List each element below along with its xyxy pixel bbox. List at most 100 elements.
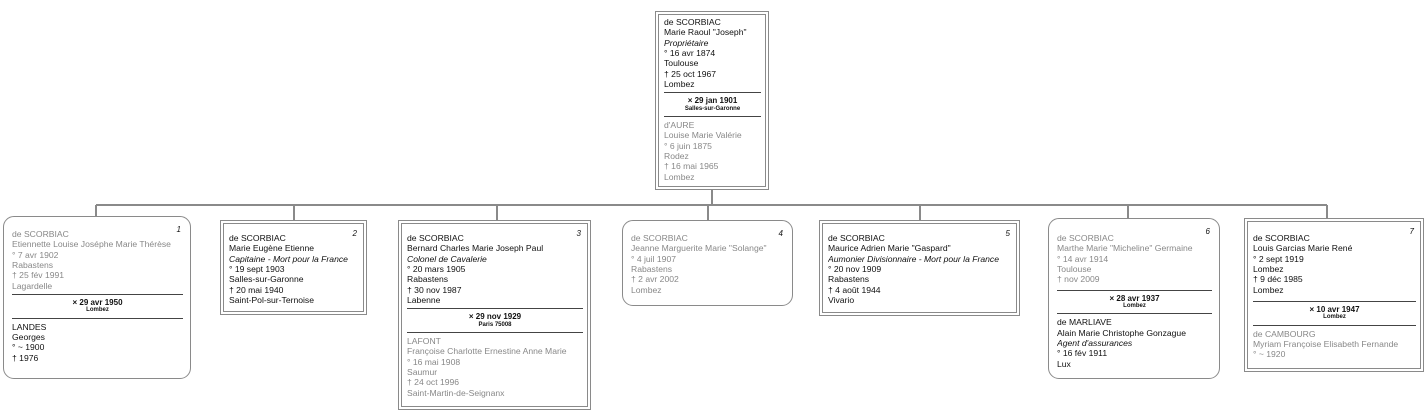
spouse-surname: LANDES xyxy=(12,321,47,332)
child-birth-place: Rabastens xyxy=(828,274,870,285)
child-surname: de SCORBIAC xyxy=(12,229,69,239)
child-death-place: Lagardelle xyxy=(12,280,53,291)
root-divider-2 xyxy=(664,115,761,117)
spouse-death-date: † 24 oct 1996 xyxy=(407,377,460,388)
child-death-date: † 9 déc 1985 xyxy=(1253,274,1303,285)
child-birth-date: ° 20 mars 1905 xyxy=(407,263,466,274)
child-number: 7 xyxy=(1409,227,1414,236)
child-birth-place: Rabastens xyxy=(407,274,449,285)
child-given-names: Louis Garcias Marie René xyxy=(1253,243,1353,254)
child-occupation: Capitaine - Mort pour la France xyxy=(229,253,348,264)
spouse-birth-place: Saumur xyxy=(407,366,438,377)
child-death-place: Lombez xyxy=(1253,284,1284,295)
spouse-birth-place: Lux xyxy=(1057,358,1071,369)
spouse-given-names: Georges xyxy=(12,331,45,342)
root-card[interactable]: de SCORBIAC Marie Raoul "Joseph" Proprié… xyxy=(655,11,769,190)
child-birth-date: ° 14 avr 1914 xyxy=(1057,253,1109,264)
child-death-place: Saint-Pol-sur-Ternoise xyxy=(229,294,315,305)
child-marriage-date: × 29 nov 1929 xyxy=(468,312,522,322)
root-spouse-surname: d'AURE xyxy=(664,119,695,130)
spouse-birth-date: ° 16 fév 1911 xyxy=(1057,348,1108,359)
root-spouse-birth-date: ° 6 juin 1875 xyxy=(664,140,712,151)
child-birth-date: ° 7 avr 1902 xyxy=(12,249,59,260)
child-birth-place: Toulouse xyxy=(1057,263,1092,274)
child-divider xyxy=(12,293,183,295)
child-number: 6 xyxy=(1205,227,1210,236)
child-number: 5 xyxy=(1005,229,1010,238)
child-card-5[interactable]: 5 de SCORBIAC Maurice Adrien Marie "Gasp… xyxy=(819,220,1020,316)
spouse-surname: LAFONT xyxy=(407,335,441,346)
spouse-death-place: Saint-Martin-de-Seignanx xyxy=(407,387,505,398)
child-occupation: Aumonier Divisionnaire - Mort pour la Fr… xyxy=(828,253,999,264)
child-card-7[interactable]: 7 de SCORBIAC Louis Garcias Marie René °… xyxy=(1244,218,1424,372)
root-spouse-death-date: † 16 mai 1965 xyxy=(664,161,719,172)
child-death-place: Labenne xyxy=(407,294,441,305)
child-death-date: † 20 mai 1940 xyxy=(229,284,284,295)
child-marriage-date: × 28 avr 1937 xyxy=(1109,293,1160,303)
root-occupation: Propriétaire xyxy=(664,37,709,48)
child-birth-date: ° 19 sept 1903 xyxy=(229,263,285,274)
child-birth-date: ° 4 juil 1907 xyxy=(631,253,677,264)
child-surname: de SCORBIAC xyxy=(1253,233,1310,243)
root-birth-date: ° 16 avr 1874 xyxy=(664,47,716,58)
root-spouse-death-place: Lombez xyxy=(664,171,695,182)
child-given-names: Bernard Charles Marie Joseph Paul xyxy=(407,243,544,254)
child-birth-date: ° 20 nov 1909 xyxy=(828,263,882,274)
spouse-occupation: Agent d'assurances xyxy=(1057,337,1133,348)
spouse-given-names: Françoise Charlotte Ernestine Anne Marie xyxy=(407,346,567,357)
child-card-1[interactable]: 1 de SCORBIAC Etiennette Louise Joséphe … xyxy=(3,216,191,379)
child-surname: de SCORBIAC xyxy=(229,233,286,243)
child-number: 4 xyxy=(778,229,783,238)
root-death-place: Lombez xyxy=(664,78,695,89)
child-number: 3 xyxy=(576,229,581,238)
child-surname: de SCORBIAC xyxy=(1057,233,1114,243)
child-surname: de SCORBIAC xyxy=(828,233,885,243)
child-marriage-place: Lombez xyxy=(1123,303,1146,310)
child-given-names: Jeanne Marguerite Marie "Solange" xyxy=(631,243,767,254)
child-birth-place: Rabastens xyxy=(12,259,54,270)
child-number: 2 xyxy=(352,229,357,238)
child-number: 1 xyxy=(176,225,181,234)
spouse-birth-date: ° 16 mai 1908 xyxy=(407,356,461,367)
root-surname: de SCORBIAC xyxy=(664,17,721,27)
spouse-given-names: Myriam Françoise Elisabeth Fernande xyxy=(1253,338,1399,349)
child-given-names: Marthe Marie "Micheline" Germaine xyxy=(1057,243,1193,254)
child-marriage-date: × 10 avr 1947 xyxy=(1309,304,1360,314)
child-given-names: Maurice Adrien Marie "Gaspard" xyxy=(828,243,951,254)
child-divider-2 xyxy=(12,317,183,319)
child-card-6[interactable]: 6 de SCORBIAC Marthe Marie "Micheline" G… xyxy=(1048,218,1220,379)
spouse-surname: de CAMBOURG xyxy=(1253,328,1316,339)
child-death-date: † 30 nov 1987 xyxy=(407,284,462,295)
child-card-2[interactable]: 2 de SCORBIAC Marie Eugène Etienne Capit… xyxy=(220,220,367,315)
child-given-names: Etiennette Louise Joséphe Marie Thérèse xyxy=(12,239,171,250)
child-birth-place: Lombez xyxy=(1253,263,1284,274)
child-marriage-place: Lombez xyxy=(1323,314,1346,321)
child-surname: de SCORBIAC xyxy=(407,233,464,243)
child-given-names: Marie Eugène Etienne xyxy=(229,243,315,254)
child-divider xyxy=(407,308,583,310)
child-birth-place: Rabastens xyxy=(631,263,673,274)
root-marriage-date: × 29 jan 1901 xyxy=(687,96,738,106)
child-death-date: † 4 août 1944 xyxy=(828,284,881,295)
spouse-death-date: † 1976 xyxy=(12,352,39,363)
spouse-birth-date: ° ~ 1900 xyxy=(12,342,45,353)
root-given-names: Marie Raoul "Joseph" xyxy=(664,27,747,38)
child-surname: de SCORBIAC xyxy=(631,233,688,243)
root-birth-place: Toulouse xyxy=(664,58,699,69)
spouse-surname: de MARLIAVE xyxy=(1057,317,1112,328)
child-divider-2 xyxy=(407,331,583,333)
child-card-4[interactable]: 4 de SCORBIAC Jeanne Marguerite Marie "S… xyxy=(622,220,793,306)
root-death-date: † 25 oct 1967 xyxy=(664,68,717,79)
spouse-given-names: Alain Marie Christophe Gonzague xyxy=(1057,327,1186,338)
child-divider-2 xyxy=(1057,313,1212,315)
child-death-place: Lombez xyxy=(631,284,662,295)
child-occupation: Colonel de Cavalerie xyxy=(407,253,487,264)
child-card-3[interactable]: 3 de SCORBIAC Bernard Charles Marie Jose… xyxy=(398,220,591,410)
root-spouse-given-names: Louise Marie Valérie xyxy=(664,130,742,141)
child-death-date: † 25 fév 1991 xyxy=(12,270,65,281)
child-marriage-place: Lombez xyxy=(86,307,109,314)
root-spouse-birth-place: Rodez xyxy=(664,150,689,161)
child-divider-2 xyxy=(1253,324,1416,326)
child-divider xyxy=(1253,300,1416,302)
